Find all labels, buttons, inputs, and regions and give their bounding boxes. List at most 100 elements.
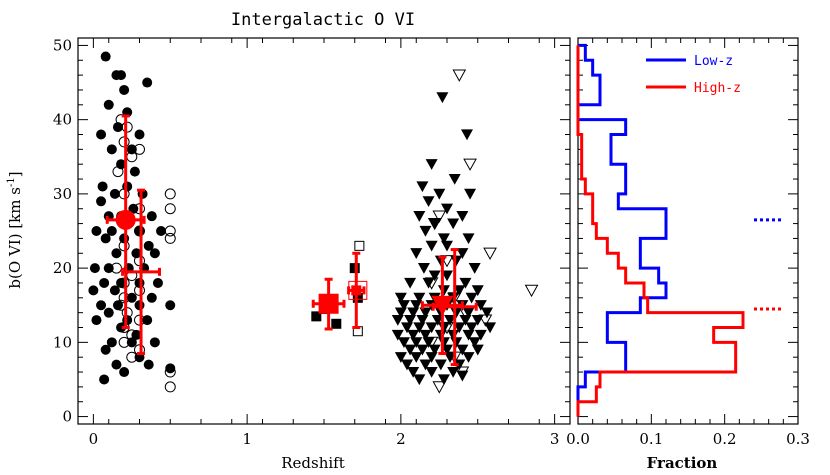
filled-square-point (331, 318, 342, 329)
filled-circle-point (119, 84, 130, 95)
filled-triangle-point (468, 263, 481, 274)
filled-circle-point (126, 337, 137, 348)
mean-marker-square (318, 293, 339, 314)
y-tick-label: 20 (53, 259, 72, 277)
filled-circle-point (119, 367, 130, 378)
open-circle-point (164, 381, 176, 393)
filled-triangle-point (462, 352, 475, 363)
y-tick-label: 0 (62, 408, 72, 426)
filled-triangle-point (425, 240, 438, 252)
filled-triangle-point (407, 366, 420, 378)
filled-triangle-point (437, 285, 450, 297)
filled-triangle-point (471, 285, 484, 297)
open-triangle-point (427, 217, 442, 231)
histogram-high-z-line (576, 45, 745, 417)
filled-circle-point (96, 196, 107, 207)
filled-circle-point (106, 144, 117, 155)
filled-circle-point (146, 211, 157, 222)
open-circle-point (164, 188, 176, 200)
open-triangle-point (432, 210, 447, 223)
filled-triangle-point (437, 233, 450, 245)
filled-triangle-point (447, 218, 460, 230)
filled-triangle-point (416, 344, 429, 356)
filled-triangle-point (484, 322, 497, 334)
filled-circle-point (89, 263, 100, 274)
filled-circle-point (91, 315, 102, 326)
filled-triangle-point (404, 344, 417, 356)
filled-triangle-point (462, 233, 475, 245)
filled-triangle-point (404, 314, 417, 326)
filled-triangle-point (444, 314, 457, 326)
filled-circle-point (126, 144, 137, 155)
filled-triangle-point (428, 270, 441, 282)
filled-circle-point (96, 300, 107, 311)
filled-triangle-point (441, 344, 453, 356)
filled-circle-point (142, 315, 153, 326)
filled-triangle-point (465, 292, 478, 304)
filled-triangle-point (391, 329, 404, 341)
filled-circle-point (111, 248, 122, 259)
filled-circle-point (99, 277, 110, 288)
filled-circle-point (100, 51, 111, 62)
filled-triangle-point (468, 337, 481, 349)
open-triangle-point (478, 314, 493, 327)
filled-triangle-point (437, 374, 450, 386)
open-circle-point (134, 284, 145, 296)
filled-triangle-point (401, 359, 414, 371)
filled-triangle-point (441, 270, 453, 282)
filled-circle-point (143, 240, 154, 251)
filled-triangle-point (453, 285, 466, 297)
open-triangle-point (524, 284, 539, 298)
filled-triangle-point (428, 218, 441, 230)
open-triangle-point (455, 366, 470, 379)
mean-marker-small-square (351, 285, 362, 296)
open-circle-point (118, 188, 130, 200)
y-axis-label-superscript: -1 (6, 177, 17, 187)
y-tick-label: 40 (53, 111, 72, 129)
filled-triangle-point (422, 196, 435, 208)
open-triangle-point (432, 381, 447, 394)
filled-triangle-point (419, 359, 432, 371)
filled-triangle-point (459, 277, 472, 289)
filled-triangle-point (436, 92, 449, 104)
filled-circle-point (116, 322, 127, 333)
filled-triangle-point (460, 129, 473, 141)
filled-triangle-point (464, 188, 477, 200)
filled-circle-point (156, 226, 167, 236)
open-circle-point (134, 203, 145, 215)
filled-circle-point (143, 359, 154, 370)
filled-circle-point (134, 129, 145, 140)
filled-circle-point (142, 77, 153, 88)
filled-triangle-point (419, 225, 432, 237)
open-circle-point (164, 232, 176, 244)
filled-triangle-point (410, 337, 423, 349)
filled-triangle-point (416, 181, 429, 193)
filled-triangle-point (394, 352, 407, 363)
filled-triangle-point (425, 366, 438, 378)
filled-triangle-point (419, 307, 432, 319)
filled-triangle-point (416, 314, 429, 326)
open-circle-point (121, 307, 133, 319)
open-square-point (354, 240, 365, 251)
open-circle-point (134, 314, 145, 326)
chart-title: Intergalactic O VI (231, 10, 415, 30)
filled-triangle-point (453, 359, 466, 371)
filled-triangle-point (462, 329, 475, 341)
histogram-frame (577, 37, 799, 425)
legend-label: Low-z (694, 54, 733, 69)
y-tick-label: 50 (53, 36, 72, 54)
filled-triangle-point (394, 307, 407, 319)
filled-square-point (311, 311, 322, 322)
filled-circle-point (165, 300, 176, 311)
x-tick-label: 1 (242, 430, 252, 448)
filled-triangle-point (401, 322, 414, 334)
open-triangle-point (452, 69, 467, 82)
open-circle-point (118, 336, 130, 348)
filled-circle-point (106, 226, 117, 236)
legend-label: High-z (694, 81, 741, 96)
open-circle-point (164, 225, 176, 237)
filled-triangle-point (413, 211, 426, 222)
